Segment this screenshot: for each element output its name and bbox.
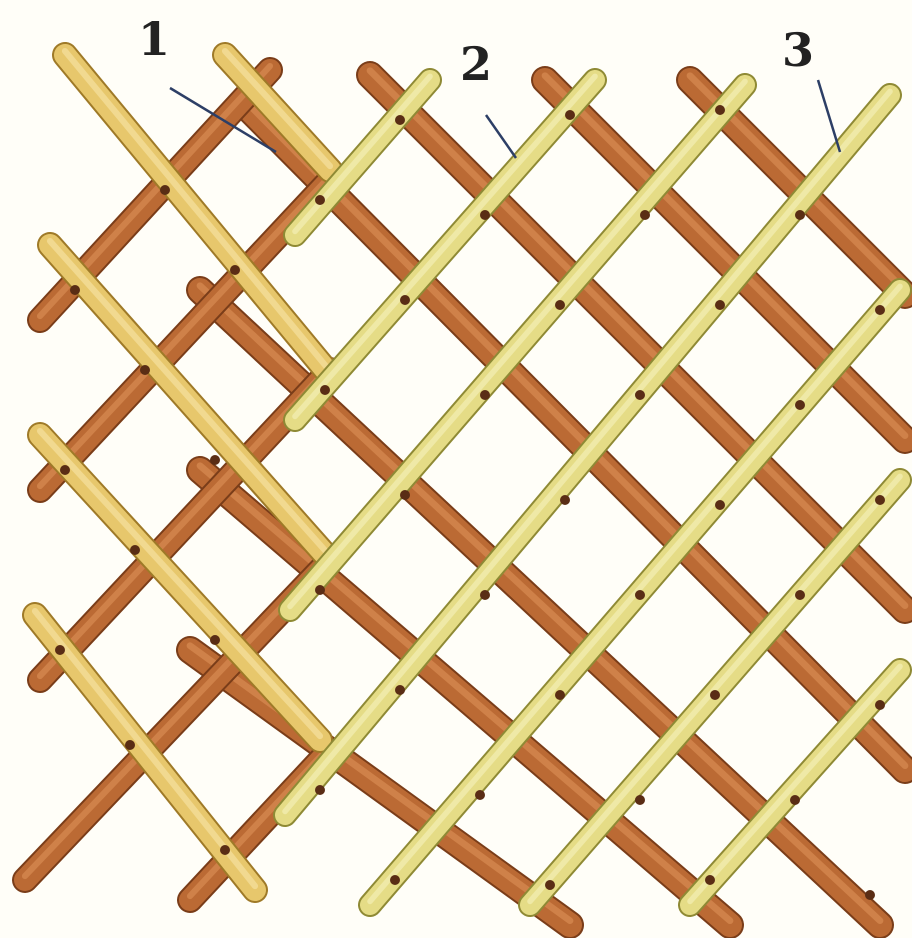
rivet-38	[875, 700, 885, 710]
rivet-41	[635, 795, 645, 805]
rivet-6	[60, 465, 70, 475]
rivet-3	[70, 285, 80, 295]
rivet-42	[790, 795, 800, 805]
rivet-21	[715, 300, 725, 310]
rivet-34	[795, 590, 805, 600]
rivet-12	[395, 115, 405, 125]
rivet-30	[875, 495, 885, 505]
rivet-2	[230, 265, 240, 275]
rivet-19	[400, 295, 410, 305]
rivet-13	[565, 110, 575, 120]
light-rod-type-2-5	[370, 286, 900, 905]
rivet-32	[480, 590, 490, 600]
callout-2: 2	[460, 37, 516, 158]
rivet-29	[715, 500, 725, 510]
rivet-31	[315, 585, 325, 595]
rivet-14	[715, 105, 725, 115]
rivet-15	[315, 195, 325, 205]
rivet-24	[480, 390, 490, 400]
rivet-8	[210, 635, 220, 645]
rivet-7	[130, 545, 140, 555]
rivet-36	[555, 690, 565, 700]
callout-3: 3	[782, 23, 840, 152]
callout-2-leader	[486, 115, 516, 158]
rivet-28	[560, 495, 570, 505]
callout-3-leader	[818, 80, 840, 152]
rivet-1	[160, 185, 170, 195]
rivet-37	[710, 690, 720, 700]
rivet-43	[390, 875, 400, 885]
callout-1-label: 1	[138, 12, 170, 66]
rivet-9	[55, 645, 65, 655]
rivet-10	[125, 740, 135, 750]
callout-3-label: 3	[782, 23, 814, 77]
rivet-4	[140, 365, 150, 375]
rivet-17	[640, 210, 650, 220]
rivet-20	[555, 300, 565, 310]
rivet-25	[635, 390, 645, 400]
rivet-16	[480, 210, 490, 220]
light-rod-layer-type-1	[35, 51, 330, 890]
rivet-33	[635, 590, 645, 600]
rivet-27	[400, 490, 410, 500]
rivet-11	[220, 845, 230, 855]
rivet-26	[795, 400, 805, 410]
rivet-45	[705, 875, 715, 885]
rivet-39	[315, 785, 325, 795]
rivet-46	[865, 890, 875, 900]
rivet-23	[320, 385, 330, 395]
rivet-18	[795, 210, 805, 220]
rivet-22	[875, 305, 885, 315]
rivet-35	[395, 685, 405, 695]
rivet-44	[545, 880, 555, 890]
callout-2-label: 2	[460, 37, 492, 91]
rivet-5	[210, 455, 220, 465]
rivet-40	[475, 790, 485, 800]
